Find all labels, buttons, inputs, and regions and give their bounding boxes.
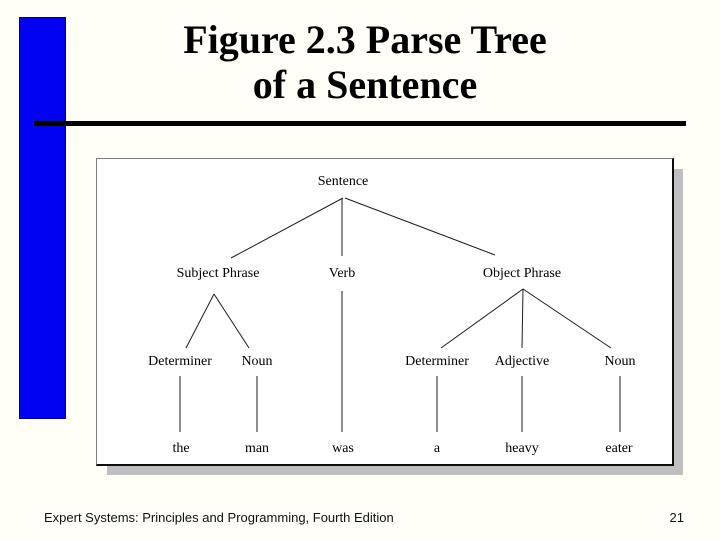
tree-node-object-phrase: Object Phrase [482, 266, 562, 281]
tree-node-noun-2: Noun [604, 354, 636, 369]
tree-node-word-was: was [332, 441, 354, 456]
tree-node-sentence: Sentence [317, 174, 369, 189]
tree-node-word-man: man [244, 441, 270, 456]
tree-node-word-the: the [172, 441, 190, 456]
tree-edge [440, 288, 524, 349]
page-number: 21 [669, 510, 684, 525]
tree-edge [344, 197, 496, 256]
tree-node-noun-1: Noun [241, 354, 273, 369]
tree-edge [522, 288, 612, 349]
slide-title: Figure 2.3 Parse Tree of a Sentence [70, 17, 660, 107]
title-line-2: of a Sentence [252, 62, 478, 107]
tree-edge [521, 288, 524, 349]
tree-node-word-eater: eater [605, 441, 633, 456]
tree-node-determiner-2: Determiner [405, 354, 469, 369]
tree-edge [185, 293, 215, 349]
title-underline [34, 121, 686, 126]
tree-node-adjective: Adjective [494, 354, 550, 369]
tree-node-verb: Verb [328, 266, 356, 281]
tree-node-subject-phrase: Subject Phrase [176, 266, 260, 281]
tree-node-determiner-1: Determiner [148, 354, 212, 369]
title-line-1: Figure 2.3 Parse Tree [183, 17, 547, 62]
tree-edge [230, 197, 344, 259]
tree-node-word-heavy: heavy [505, 441, 539, 456]
footer-text: Expert Systems: Principles and Programmi… [44, 510, 394, 525]
tree-edges-layer [179, 197, 621, 432]
tree-edge [213, 293, 250, 349]
tree-node-word-a: a [433, 441, 441, 456]
accent-bar [19, 17, 66, 419]
